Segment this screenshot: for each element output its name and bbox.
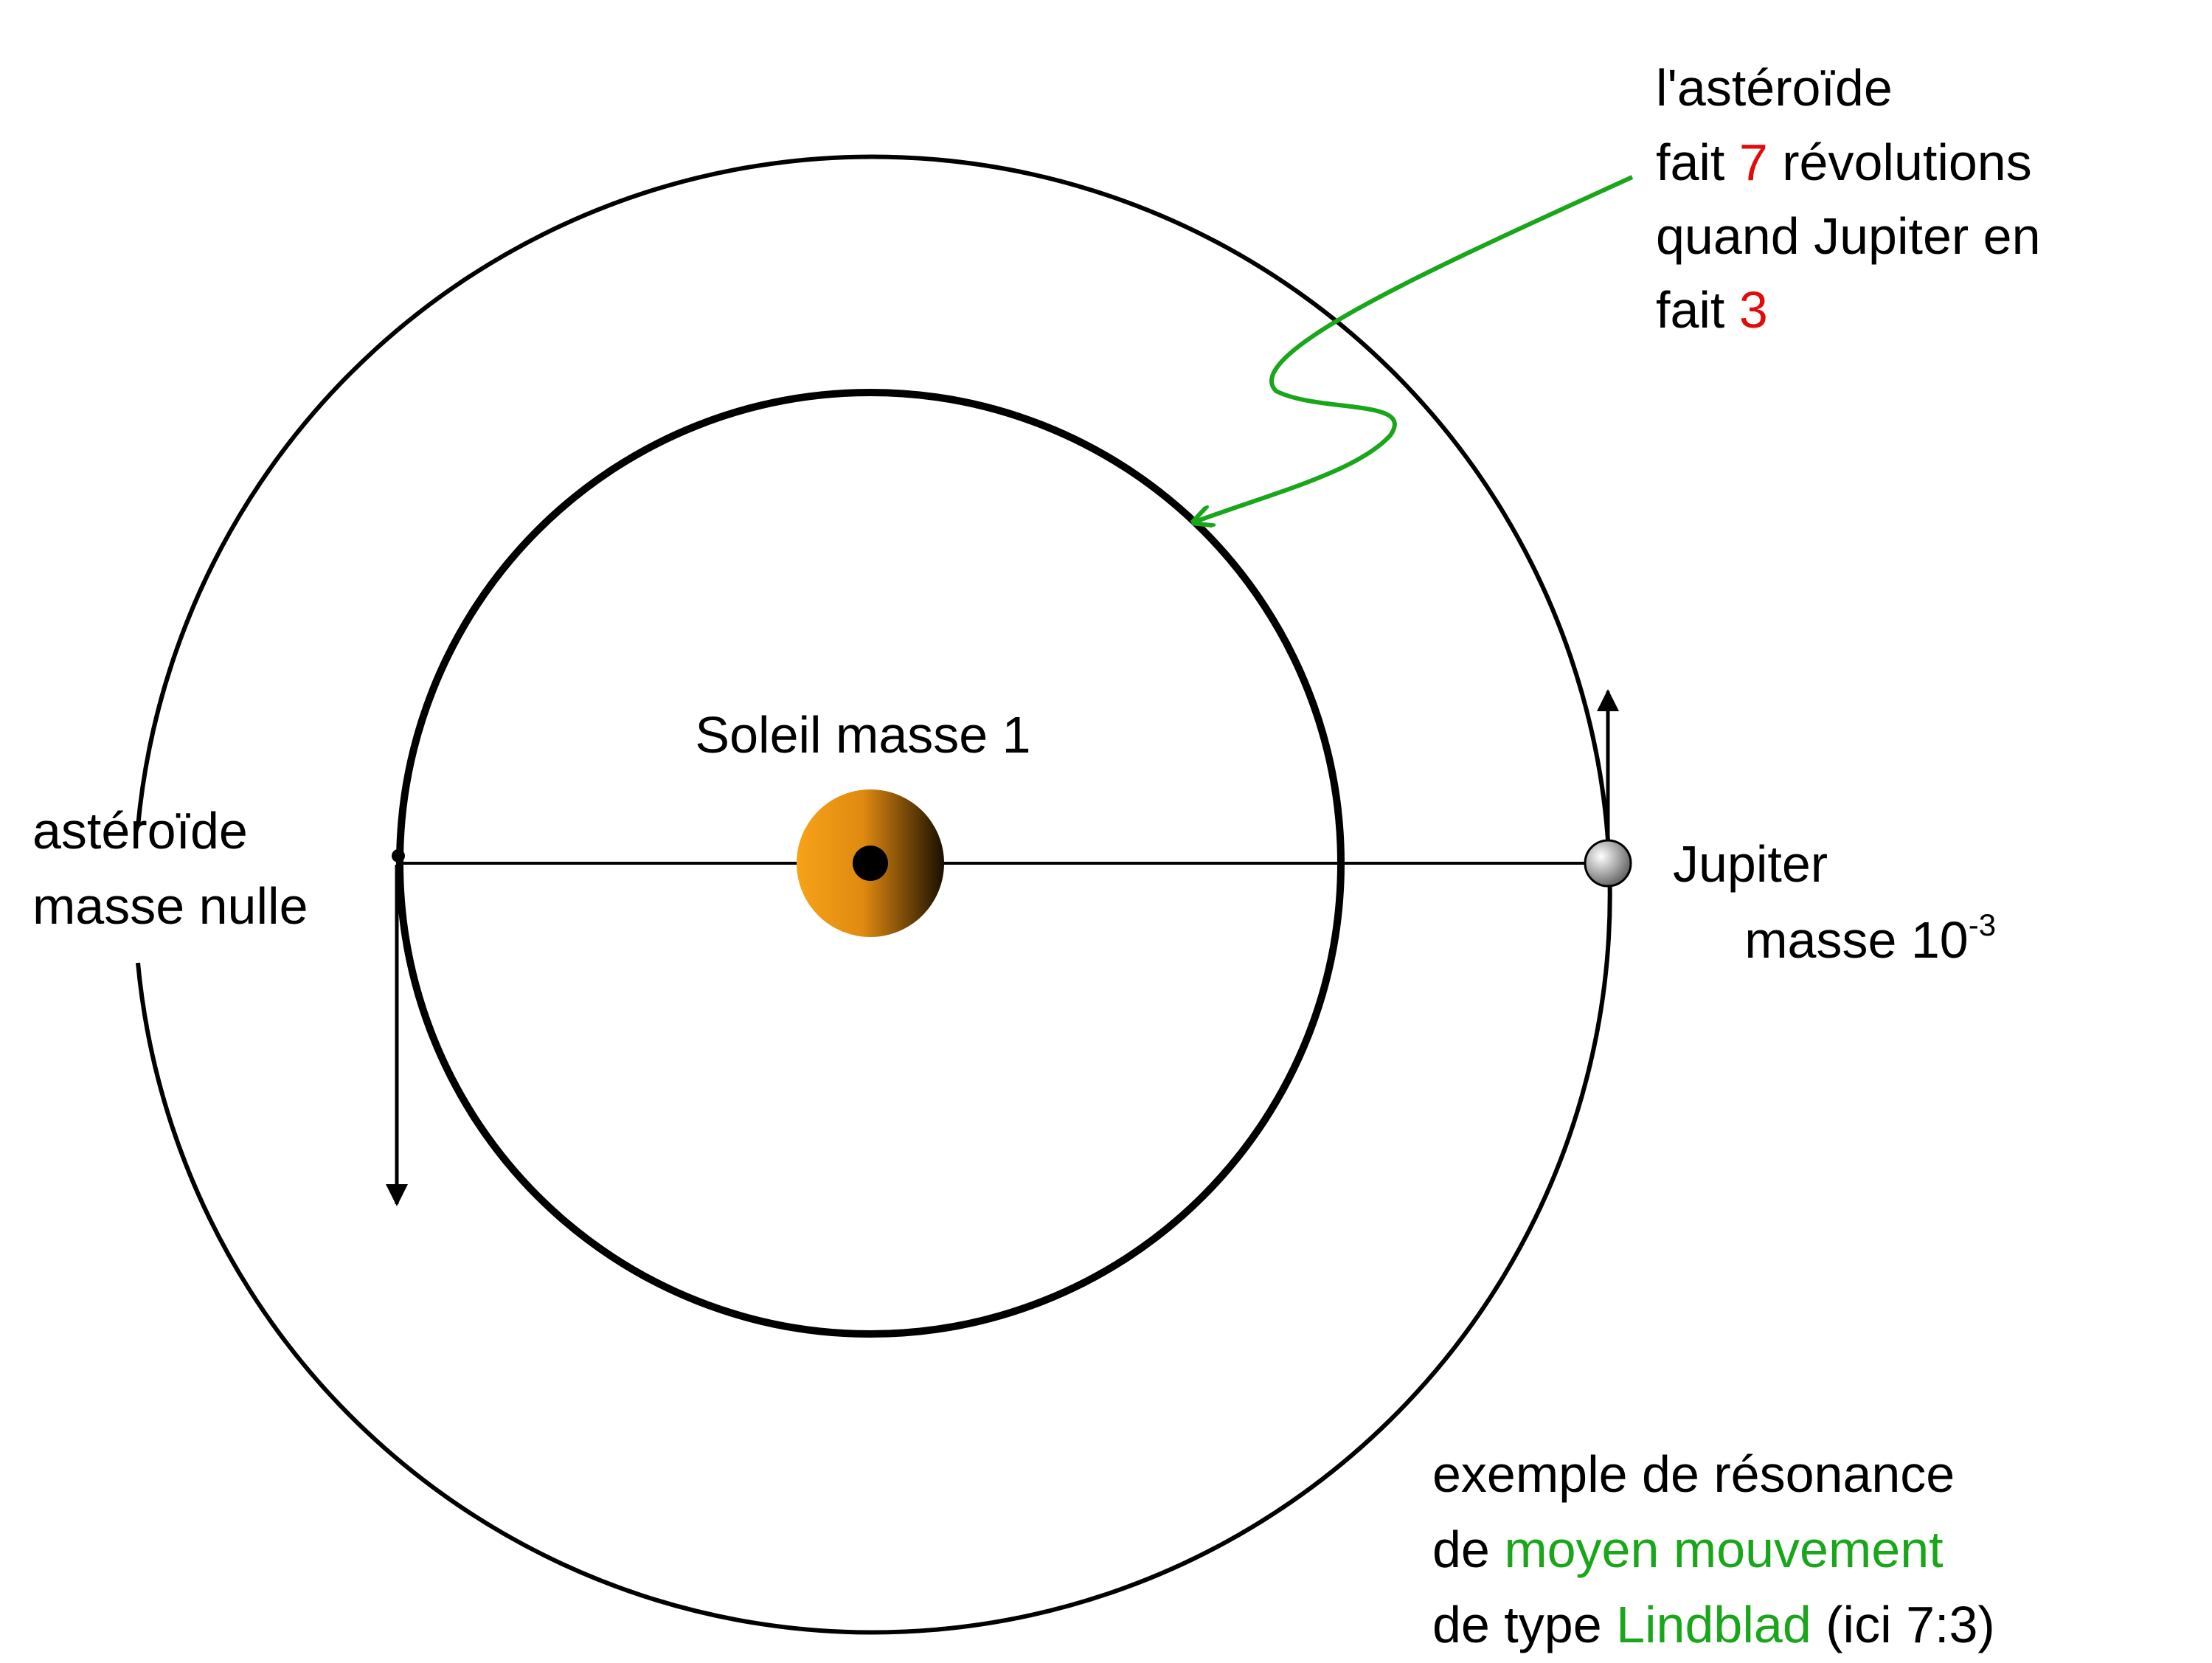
asteroid bbox=[392, 849, 405, 862]
annotation-line4-pre: fait bbox=[1656, 281, 1739, 339]
caption-mean-motion: moyen mouvement bbox=[1504, 1521, 1943, 1578]
annotation-pointer bbox=[1193, 175, 1634, 522]
annotation-jupiter-revolutions: 3 bbox=[1739, 281, 1768, 339]
jupiter-mass-exponent: -3 bbox=[1969, 907, 1996, 942]
sun-center-dot bbox=[853, 846, 888, 881]
jupiter bbox=[1584, 839, 1632, 888]
jupiter-label: Jupiter bbox=[1673, 835, 1871, 893]
caption-line3: de type Lindblad (ici 7:3) bbox=[1432, 1596, 1995, 1653]
annotation-line3: quand Jupiter en bbox=[1656, 207, 2041, 265]
annotation-line1: l'astéroïde bbox=[1656, 59, 1893, 117]
caption-line1: exemple de résonance bbox=[1432, 1445, 1955, 1503]
caption-lindblad: Lindblad bbox=[1616, 1596, 1811, 1653]
caption-line2: de moyen mouvement bbox=[1432, 1521, 1944, 1578]
annotation-line2-post: révolutions bbox=[1768, 134, 2032, 191]
jupiter-mass-text: masse 10 bbox=[1744, 911, 1968, 969]
caption-line3-pre: de type bbox=[1432, 1596, 1616, 1653]
asteroid-label-line2: masse nulle bbox=[32, 877, 308, 935]
jupiter-orbit bbox=[136, 154, 1612, 1635]
annotation-line2: fait 7 révolutions bbox=[1656, 134, 2032, 191]
jupiter-mass-label: masse 10-3 bbox=[1673, 889, 2039, 969]
jupiter-label-line1: Jupiter bbox=[1673, 835, 1828, 893]
asteroid-label-line1: astéroïde bbox=[32, 802, 248, 860]
sun-label: Soleil masse 1 bbox=[695, 706, 1030, 764]
asteroid-label: astéroïde masse nulle bbox=[32, 802, 351, 935]
annotation-asteroid-revolutions: 7 bbox=[1739, 134, 1768, 191]
annotation-line4: fait 3 bbox=[1656, 281, 1768, 339]
annotation-line2-pre: fait bbox=[1656, 134, 1739, 191]
caption-line3-post: (ici 7:3) bbox=[1811, 1596, 1995, 1653]
caption-line2-pre: de bbox=[1432, 1521, 1504, 1578]
